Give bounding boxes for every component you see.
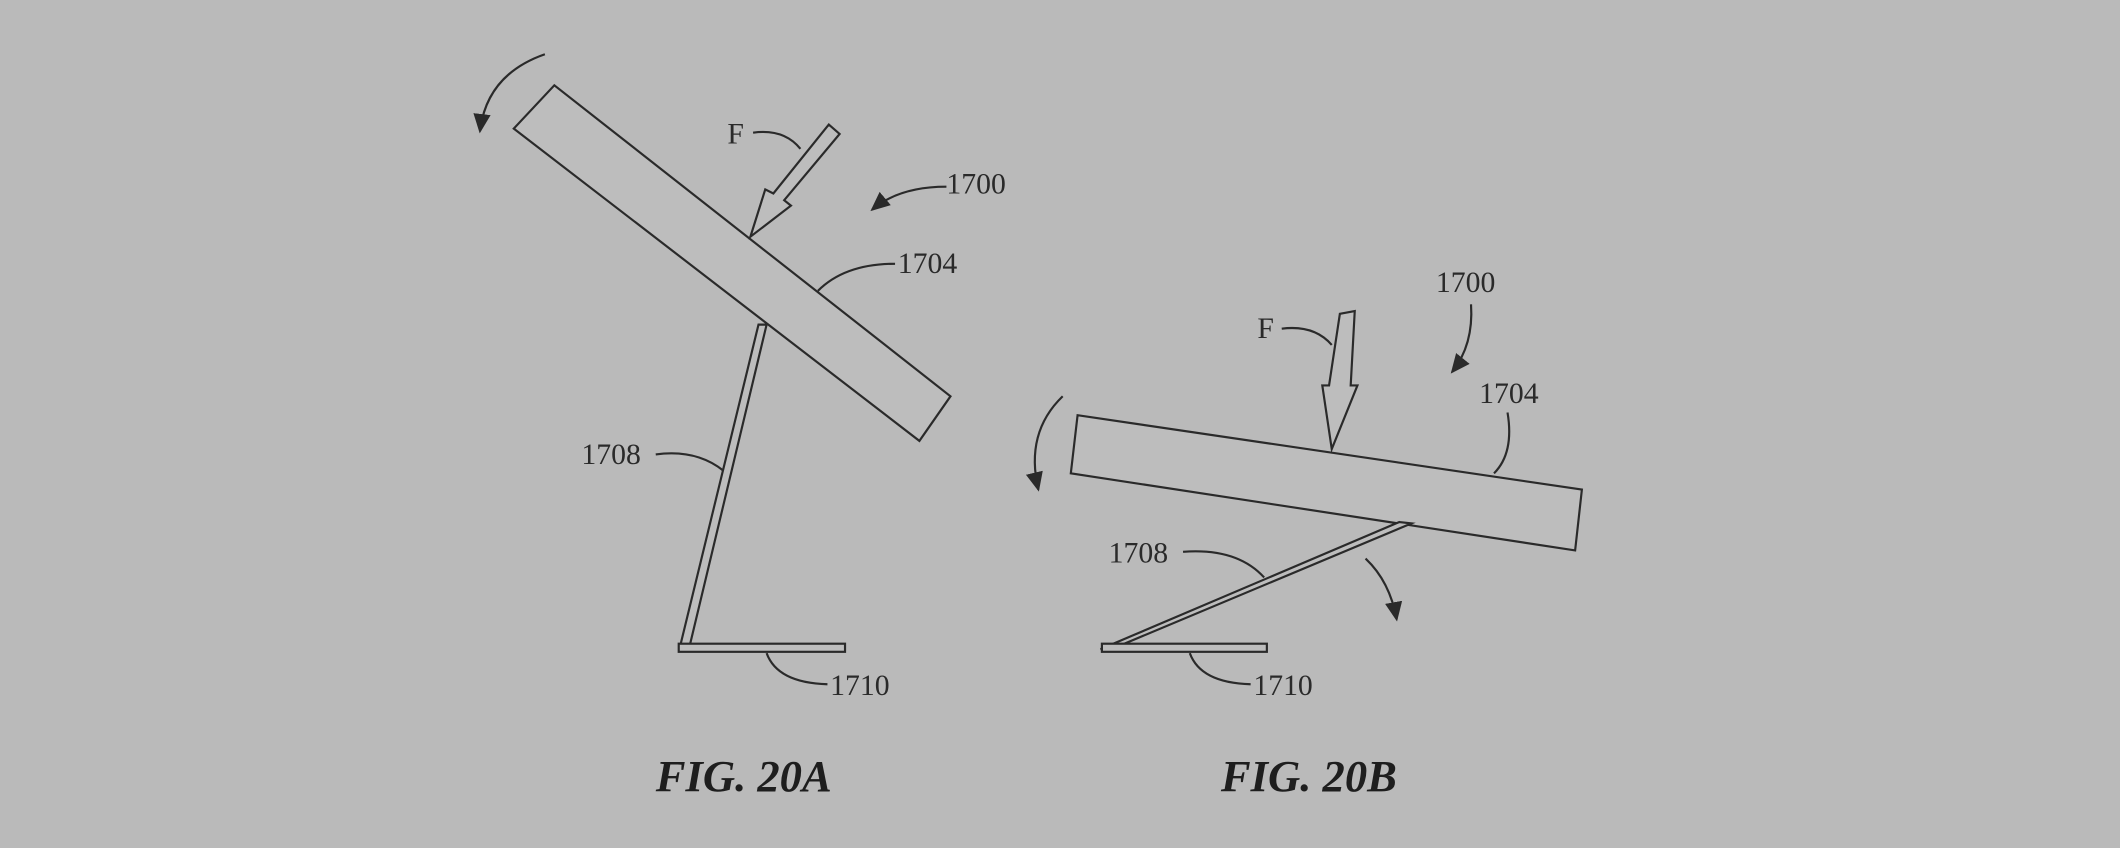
label-force: F <box>727 117 744 150</box>
leader-device <box>870 185 947 212</box>
label-base: 1710 <box>830 669 889 702</box>
rotation-arrow-icon <box>1025 395 1064 492</box>
leader-base <box>765 652 828 686</box>
leader-force <box>1281 326 1333 346</box>
rotation-arrow-icon <box>1364 557 1403 622</box>
rotation-arrow-icon <box>473 53 546 134</box>
leader-device <box>1450 304 1473 374</box>
leader-display <box>817 262 896 292</box>
label-force: F <box>1257 312 1274 345</box>
label-display: 1704 <box>898 247 958 280</box>
stand-base <box>677 642 847 653</box>
leader-force <box>752 130 802 150</box>
label-device: 1700 <box>946 167 1005 200</box>
leader-arm <box>655 452 725 472</box>
figure-20a: F 1700 1704 1708 1710 FIG. 20A <box>473 53 1006 801</box>
label-arm: 1708 <box>1109 537 1168 570</box>
label-display: 1704 <box>1479 377 1539 410</box>
label-device: 1700 <box>1436 266 1495 299</box>
figure-20b: F 1700 1704 1708 1710 FIG. 20B <box>1025 266 1584 801</box>
leader-arm <box>1182 550 1265 579</box>
display-panel <box>1069 413 1584 552</box>
figure-caption: FIG. 20A <box>655 751 832 801</box>
stand-arm <box>678 323 768 648</box>
label-arm: 1708 <box>581 438 640 471</box>
label-base: 1710 <box>1253 669 1312 702</box>
force-arrow-icon <box>1321 309 1360 454</box>
stand-base <box>1100 642 1268 653</box>
leader-base <box>1188 652 1251 686</box>
display-panel <box>512 83 952 443</box>
figure-caption: FIG. 20B <box>1220 751 1397 801</box>
force-arrow-icon <box>748 122 842 240</box>
leader-display <box>1493 412 1511 475</box>
